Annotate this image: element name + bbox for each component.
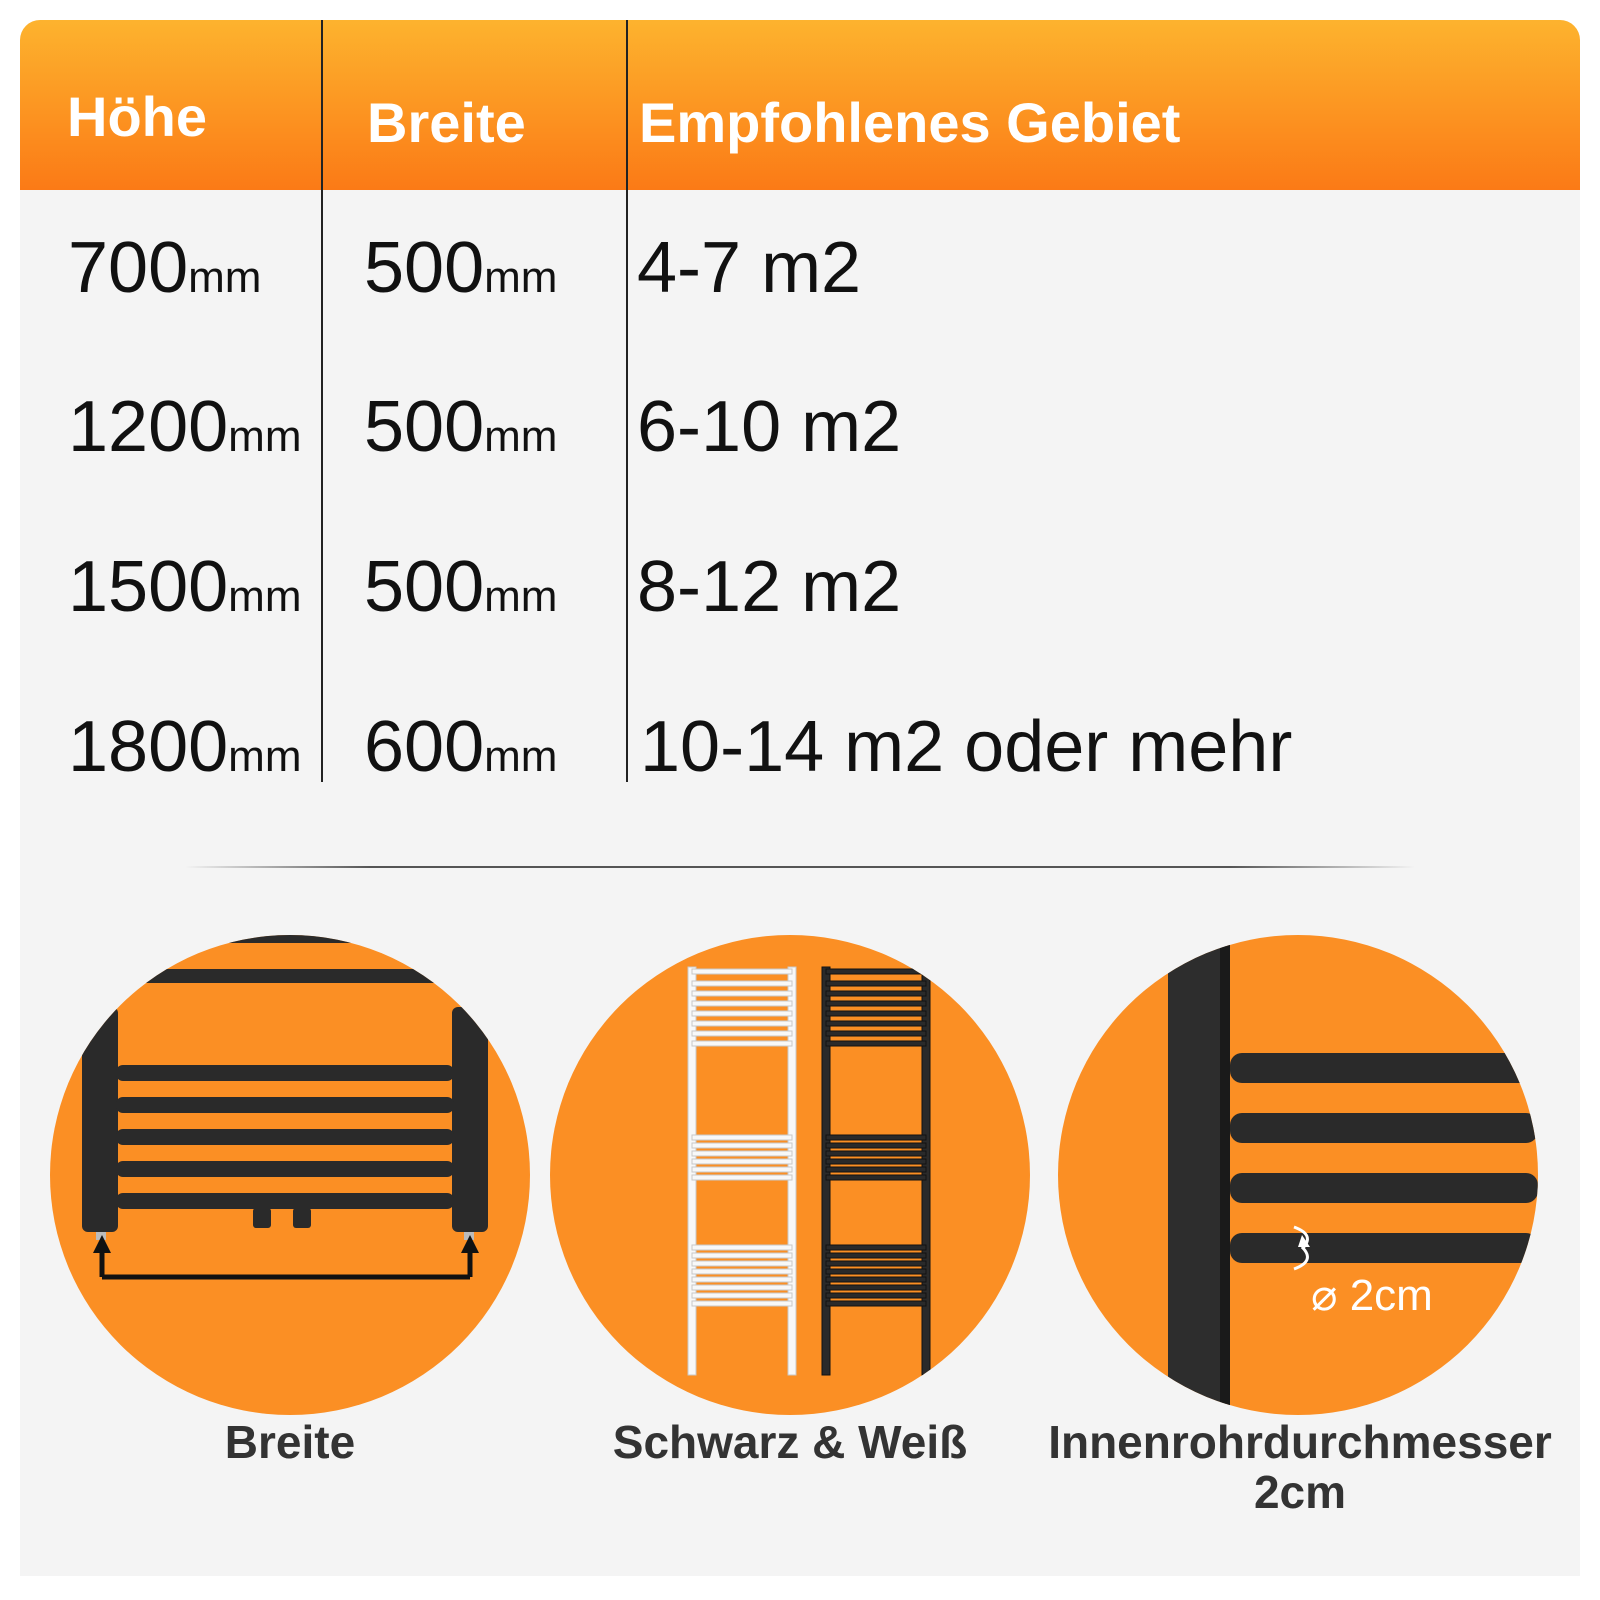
cell-hoehe-row1: 700mm xyxy=(68,228,262,308)
white-radiator-icon xyxy=(687,966,797,1376)
radiator-front-icon xyxy=(80,935,488,1280)
cell-hoehe-row2: 1200mm xyxy=(68,387,302,467)
cell-breite-row2: 500mm xyxy=(364,387,558,467)
header-gebiet: Empfohlenes Gebiet xyxy=(639,91,1181,154)
caption-innenrohr-line1: Innenrohrdurchmesser xyxy=(1048,1416,1552,1468)
width-illustration xyxy=(50,935,530,1415)
cell-breite-row3: 500mm xyxy=(364,547,558,627)
cell-hoehe-row3: 1500mm xyxy=(68,547,302,627)
pipe-closeup-icon xyxy=(1168,935,1538,1415)
diameter-illustration: ⌀ 2cm xyxy=(1058,935,1538,1415)
diameter-label: ⌀ 2cm xyxy=(1311,1271,1433,1320)
product-spec-card: Höhe Breite Empfohlenes Gebiet 700mm 500… xyxy=(20,20,1580,1576)
cell-gebiet-row1: 4-7 m2 xyxy=(637,228,862,308)
cell-gebiet-row2: 6-10 m2 xyxy=(637,387,902,467)
cell-breite-row1: 500mm xyxy=(364,228,558,308)
cell-hoehe-row4: 1800mm xyxy=(68,707,302,787)
section-divider xyxy=(185,866,1415,868)
caption-schwarz-weiss: Schwarz & Weiß xyxy=(612,1416,968,1468)
black-radiator-icon xyxy=(821,966,931,1376)
caption-innenrohr-line2: 2cm xyxy=(1253,1465,1347,1518)
caption-innenrohr: Innenrohrdurchmesser 2cm xyxy=(1040,1416,1560,1518)
cell-gebiet-row4: 10-14 m2 oder mehr xyxy=(640,707,1293,787)
cell-breite-row4: 600mm xyxy=(364,707,558,787)
cell-gebiet-row3: 8-12 m2 xyxy=(637,547,902,627)
column-divider-1 xyxy=(321,20,323,782)
column-divider-2 xyxy=(626,20,628,782)
table-header: Höhe Breite Empfohlenes Gebiet xyxy=(20,20,1580,190)
color-variants-illustration xyxy=(550,935,1030,1415)
header-breite: Breite xyxy=(367,91,526,154)
caption-breite: Breite xyxy=(224,1416,356,1468)
header-hoehe: Höhe xyxy=(67,85,207,148)
